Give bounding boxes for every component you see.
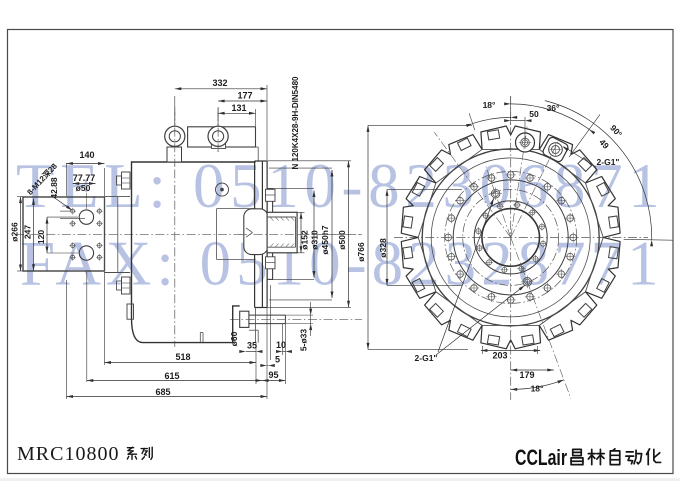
svg-text:177: 177	[237, 91, 252, 101]
svg-text:ø152: ø152	[300, 230, 310, 250]
svg-text:18°: 18°	[483, 100, 496, 110]
svg-text:ø766: ø766	[356, 242, 366, 262]
svg-text:FAX: 0510-82328771: FAX: 0510-82328771	[20, 229, 664, 299]
svg-text:MRC10800: MRC10800	[17, 443, 119, 465]
svg-text:120: 120	[36, 230, 46, 244]
svg-text:ø310: ø310	[310, 230, 320, 250]
svg-text:ø500: ø500	[337, 230, 347, 250]
svg-text:N 120K4X28-9H-DIN5480: N 120K4X28-9H-DIN5480	[291, 76, 300, 169]
svg-text:35: 35	[247, 341, 257, 351]
svg-text:50: 50	[529, 109, 539, 119]
svg-text:332: 332	[212, 78, 227, 88]
svg-text:36°: 36°	[547, 103, 560, 113]
svg-text:18°: 18°	[531, 384, 544, 394]
svg-text:2-G1": 2-G1"	[415, 353, 438, 363]
svg-text:42.88: 42.88	[49, 177, 59, 199]
svg-text:203: 203	[492, 351, 507, 361]
svg-text:131: 131	[231, 103, 246, 113]
svg-text:140: 140	[79, 150, 94, 160]
svg-text:ø50: ø50	[76, 183, 91, 193]
svg-text:5-ø33: 5-ø33	[299, 329, 309, 351]
svg-text:5: 5	[275, 355, 280, 365]
svg-text:518: 518	[175, 352, 190, 362]
svg-text:ø60: ø60	[229, 331, 239, 346]
svg-text:TEL: 0510-82306871: TEL: 0510-82306871	[16, 151, 665, 221]
svg-text:247: 247	[23, 225, 33, 239]
svg-text:77.77: 77.77	[73, 173, 96, 183]
svg-text:ø328: ø328	[378, 238, 388, 258]
svg-text:ø266: ø266	[10, 222, 20, 242]
svg-text:95: 95	[268, 370, 278, 380]
svg-text:179: 179	[519, 370, 534, 380]
svg-text:CCLair: CCLair	[515, 445, 567, 470]
svg-text:10: 10	[276, 340, 286, 350]
svg-text:685: 685	[155, 387, 170, 397]
svg-text:2-G1": 2-G1"	[597, 157, 620, 167]
svg-text:615: 615	[164, 371, 179, 381]
svg-text:ø450h7: ø450h7	[320, 225, 330, 255]
